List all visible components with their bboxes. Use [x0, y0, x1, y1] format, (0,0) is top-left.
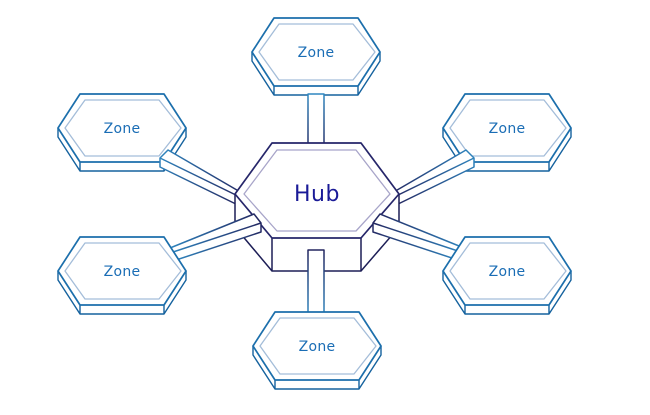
zone-label: Zone: [299, 339, 336, 355]
zone-label: Zone: [298, 45, 335, 61]
zone-top-face: [442, 236, 572, 306]
zone-node-top-right: Zone: [442, 93, 572, 172]
zone-label: Zone: [489, 264, 526, 280]
connector-hub-to-zone-bottom: [307, 249, 325, 316]
connector-hub-to-zone-bottom-right: [372, 213, 465, 263]
zone-inner-border: [259, 317, 377, 375]
zone-node-top: Zone: [251, 17, 381, 96]
zone-side-face: [442, 271, 572, 315]
zone-silhouette: [253, 312, 381, 389]
zone-label: Zone: [489, 121, 526, 137]
connector-hub-to-zone-top-right: [391, 149, 475, 208]
connector-ridge: [391, 157, 475, 199]
zone-top-face: [251, 17, 381, 87]
zone-label: Zone: [104, 264, 141, 280]
zone-node-bottom-right: Zone: [442, 236, 572, 315]
zone-node-bottom: Zone: [252, 311, 382, 390]
zone-silhouette: [443, 237, 571, 314]
connector-edges: [307, 93, 325, 152]
hub-node: Hub: [234, 142, 400, 272]
zone-inner-border: [449, 242, 567, 300]
zone-top-face: [252, 311, 382, 381]
zone-silhouette: [443, 94, 571, 171]
connector-hub-to-zone-top: [307, 93, 325, 152]
connector-body: [308, 250, 324, 316]
zone-top-face: [57, 236, 187, 306]
zone-inner-border: [64, 242, 182, 300]
zone-silhouette: [58, 237, 186, 314]
hub-silhouette: [235, 143, 399, 271]
zone-side-face: [57, 271, 187, 315]
zone-inner-border: [258, 23, 376, 81]
zone-node-bottom-left: Zone: [57, 236, 187, 315]
zone-label: Zone: [104, 121, 141, 137]
connector-hub-to-zone-bottom-left: [169, 213, 262, 263]
connector-ridge: [169, 222, 262, 254]
hub-inner-border: [243, 149, 391, 232]
connector-edges: [307, 249, 325, 316]
zone-silhouette: [58, 94, 186, 171]
zone-top-face: [57, 93, 187, 163]
connector-hub-to-zone-top-left: [159, 149, 243, 208]
hub-top-face: [234, 142, 400, 239]
zone-side-face: [252, 346, 382, 390]
zone-silhouette: [252, 18, 380, 95]
hub-label: Hub: [294, 182, 340, 207]
connector-body: [308, 94, 324, 152]
zone-inner-border: [64, 99, 182, 157]
connector-ridge: [159, 157, 243, 199]
connector-ridge: [372, 222, 465, 254]
